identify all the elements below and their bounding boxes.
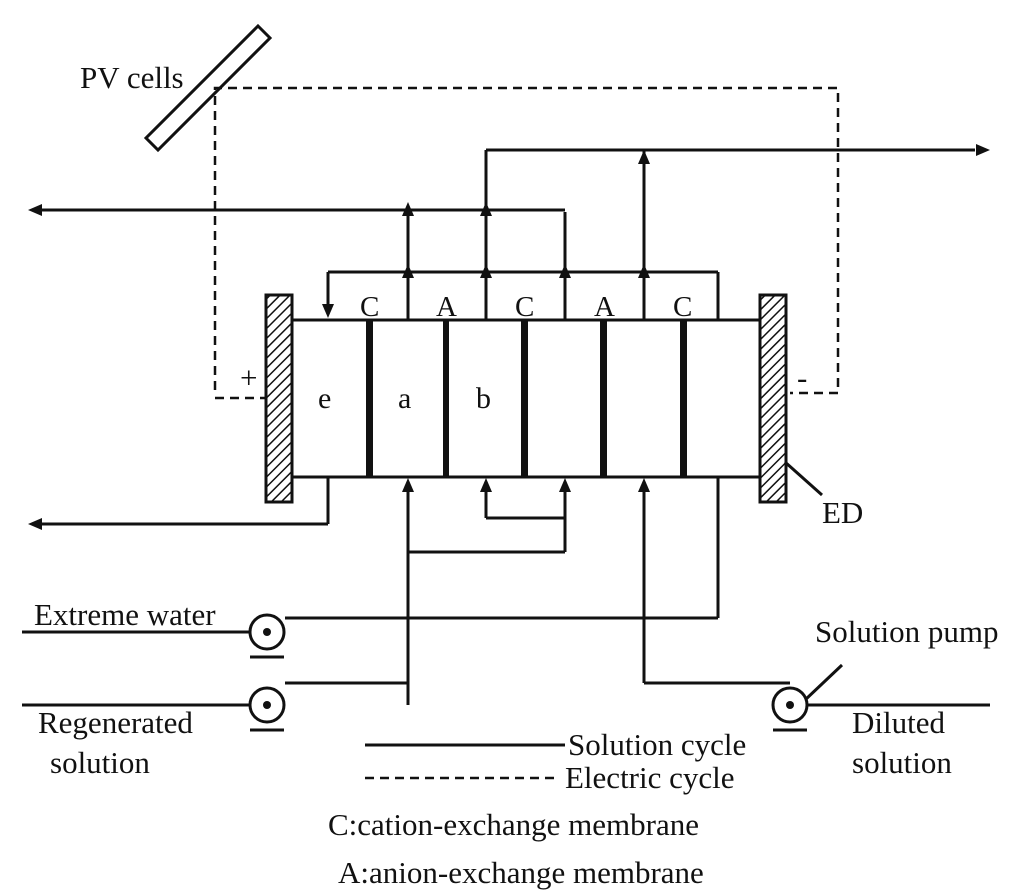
- membrane-label-a2: A: [594, 291, 615, 323]
- extreme-water-pump: [248, 613, 286, 659]
- cell-label-a: a: [398, 382, 411, 415]
- ed-leader-line: [784, 460, 823, 497]
- solution-piping: [22, 148, 990, 707]
- pv-panel: [143, 23, 273, 153]
- solution-pump: [771, 686, 809, 732]
- regenerated-label-line2: solution: [50, 745, 150, 780]
- minus-terminal-label: -: [797, 360, 807, 395]
- membrane-c2: [521, 320, 528, 477]
- legend: Solution cycle Electric cycle C:cation-e…: [328, 727, 746, 890]
- cell-label-b: b: [476, 382, 491, 415]
- legend-anion-membrane: A:anion-exchange membrane: [338, 855, 704, 890]
- membrane-label-c3: C: [673, 291, 692, 323]
- cathode-electrode: [758, 293, 788, 504]
- diluted-label-line1: Diluted: [852, 705, 945, 740]
- regenerated-solution-pump: [248, 686, 286, 732]
- anode-electrode: [264, 293, 294, 504]
- membrane-a2: [600, 320, 607, 477]
- extreme-water-label: Extreme water: [34, 597, 216, 632]
- membrane-label-c1: C: [360, 291, 379, 323]
- diluted-label-line2: solution: [852, 745, 952, 780]
- legend-cation-membrane: C:cation-exchange membrane: [328, 807, 699, 842]
- membrane-label-c2: C: [515, 291, 534, 323]
- pv-cells-label: PV cells: [80, 60, 184, 95]
- ed-label: ED: [822, 495, 863, 530]
- membrane-a1: [443, 320, 449, 477]
- membrane-c3: [680, 320, 687, 477]
- cell-label-e: e: [318, 382, 331, 415]
- electric-circuit: [213, 86, 840, 400]
- legend-solution-cycle: Solution cycle: [568, 727, 746, 762]
- plus-terminal-label: +: [240, 360, 257, 395]
- membrane-label-a1: A: [436, 291, 457, 323]
- solution-pump-label: Solution pump: [815, 614, 998, 649]
- ed-stack: [292, 318, 760, 479]
- legend-electric-cycle: Electric cycle: [565, 760, 735, 795]
- flow-arrows: [28, 144, 990, 530]
- regenerated-label-line1: Regenerated: [38, 705, 193, 740]
- membrane-c1: [366, 320, 373, 477]
